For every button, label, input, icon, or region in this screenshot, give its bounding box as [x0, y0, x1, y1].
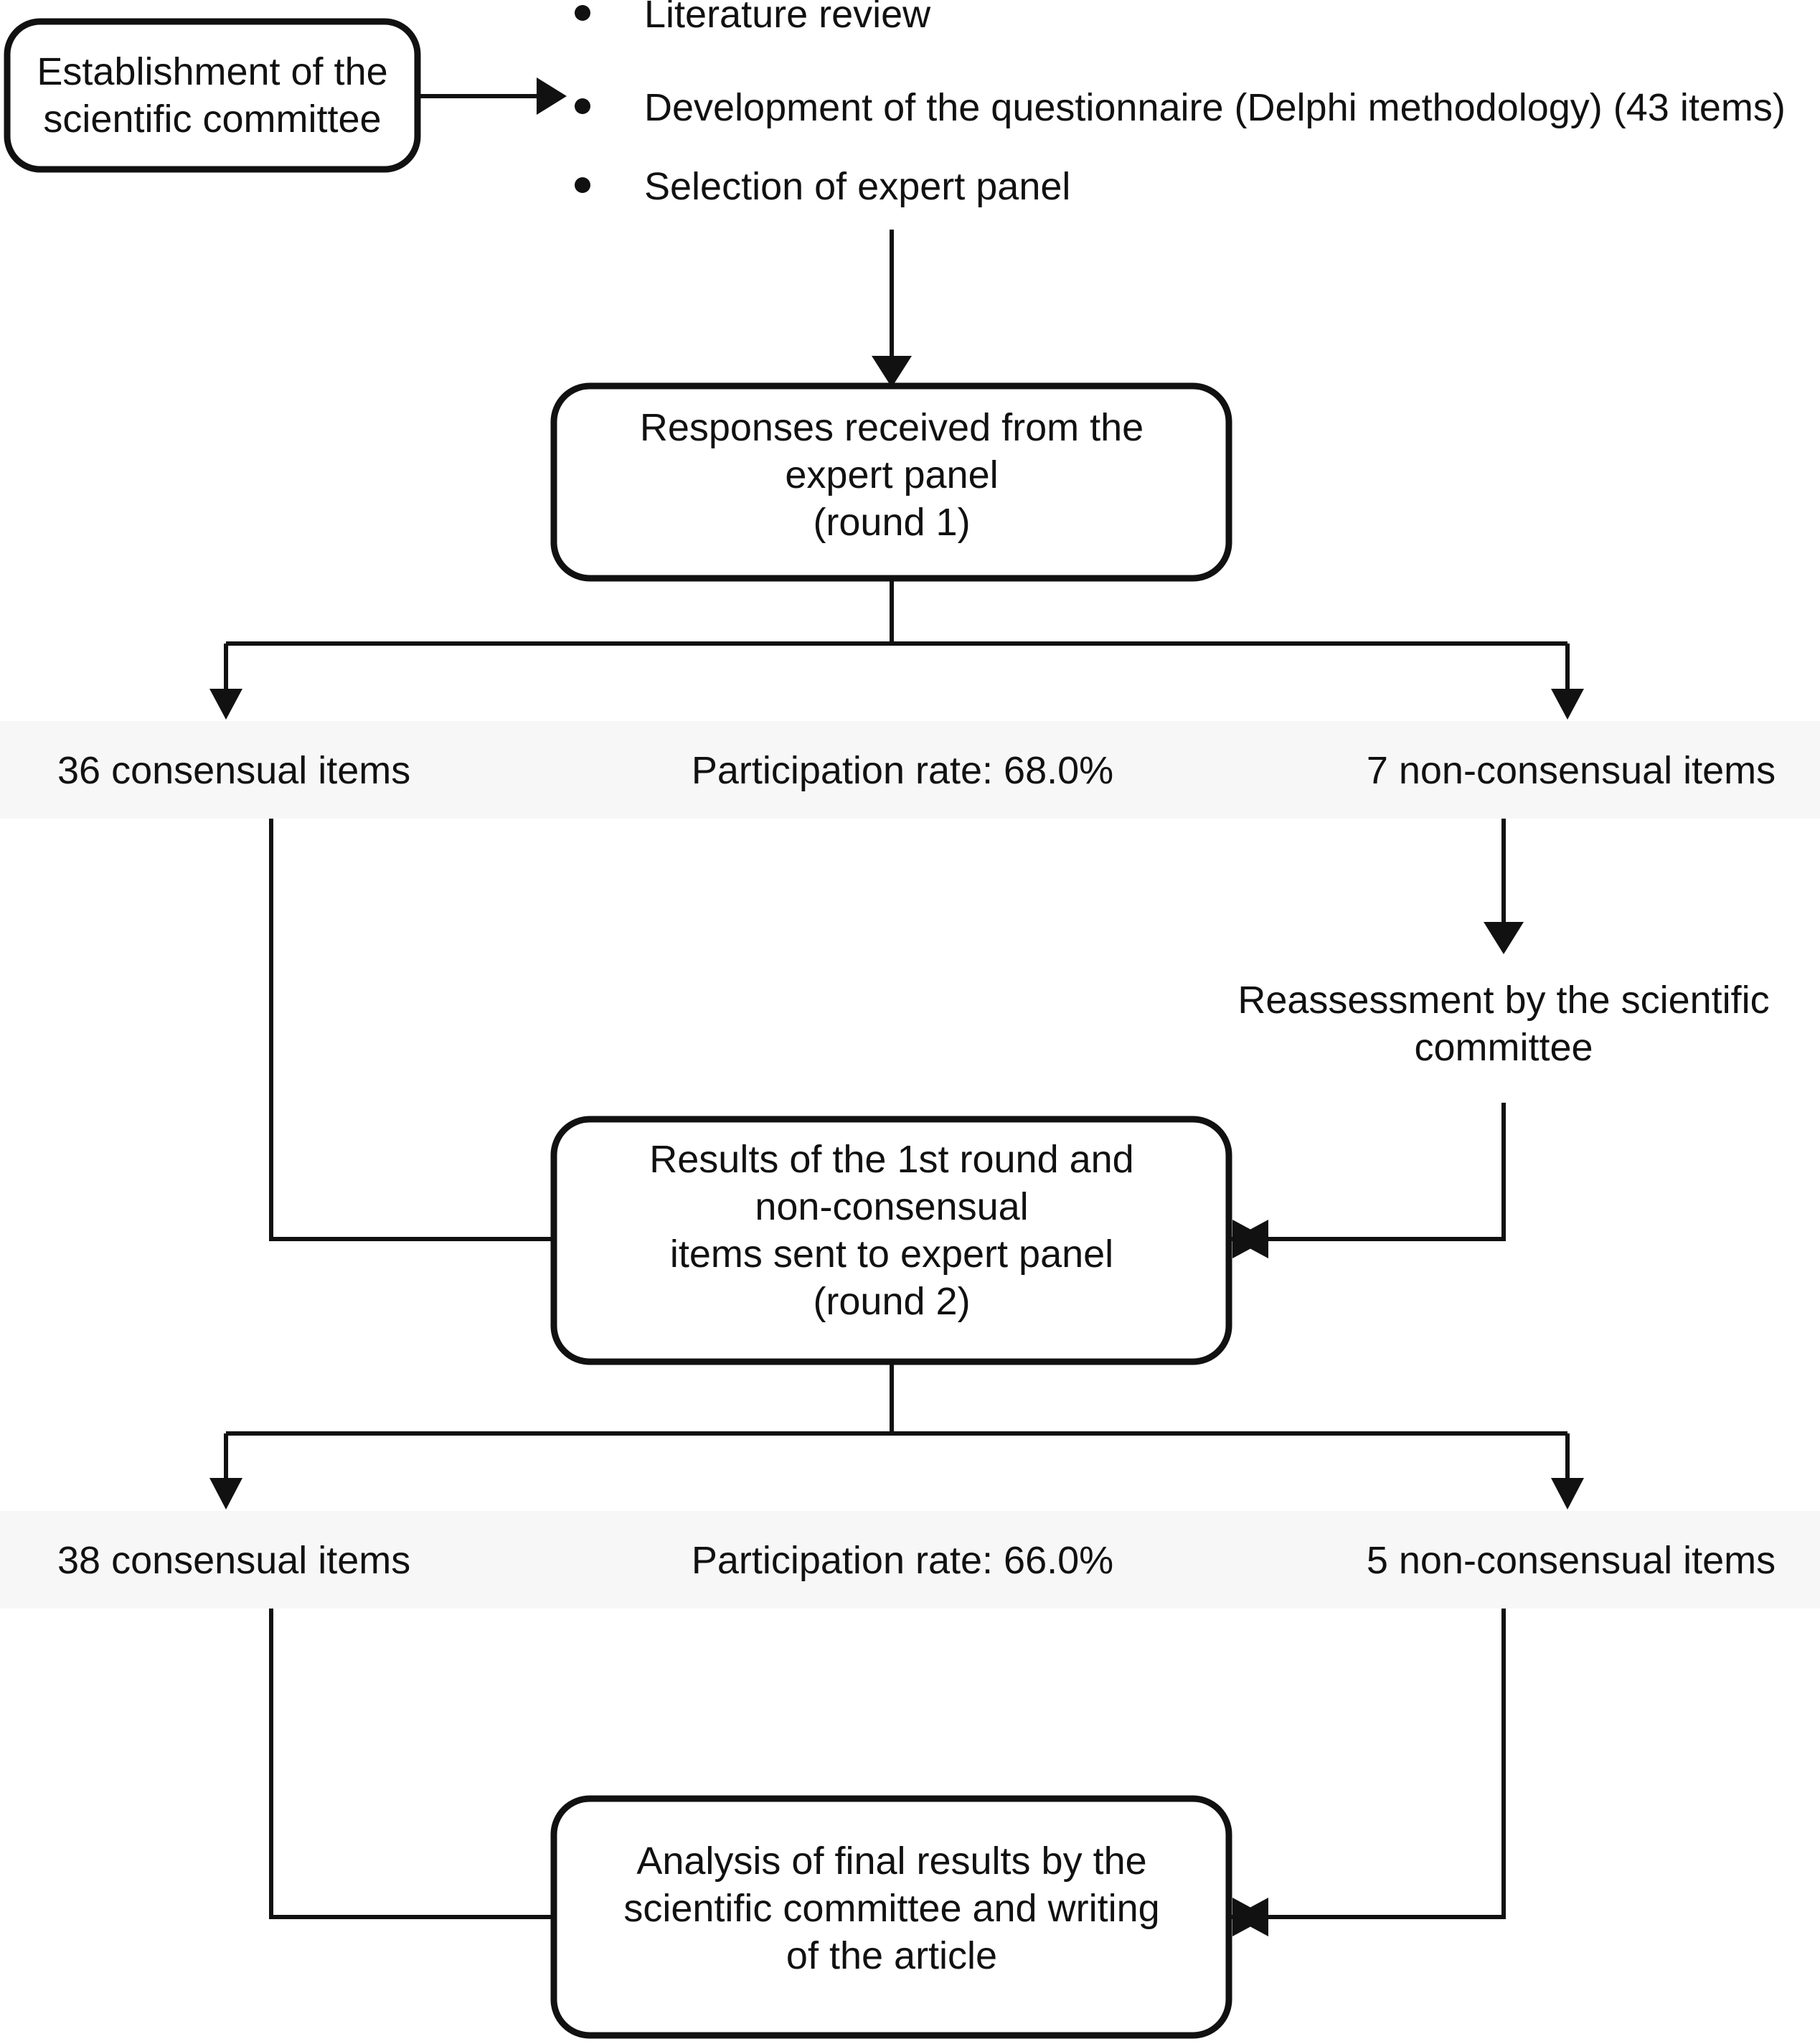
band-round2-background — [0, 1511, 1820, 1609]
node-committee-line-2: scientific committee — [43, 98, 381, 141]
band-round1-background — [0, 721, 1820, 819]
node-round1-line-2: expert panel — [785, 453, 998, 496]
node-round1-line-3: (round 1) — [813, 501, 970, 544]
band-round1-nonconsensual-label: 7 non-consensual items — [1367, 749, 1776, 792]
arrowhead-nonconsensual2-to-final — [1232, 1898, 1268, 1936]
node-round2-line-1: Results of the 1st round and — [649, 1138, 1133, 1181]
arrowhead-reassessment-to-round2 — [1232, 1220, 1268, 1258]
node-round1-line-1: Responses received from the — [640, 406, 1144, 449]
band-round2-consensual-label: 38 consensual items — [57, 1539, 410, 1582]
bullet-item-2: Development of the questionnaire (Delphi… — [644, 86, 1786, 129]
node-round2-line-4: (round 2) — [813, 1280, 970, 1323]
bullet-item-1: Literature review — [644, 0, 931, 36]
connector-nonconsensual2-to-final — [1268, 1609, 1506, 1919]
band-round1-consensual-label: 36 consensual items — [57, 749, 410, 792]
connector-round2-fork — [224, 1362, 1570, 1478]
node-round2-line-3: items sent to expert panel — [670, 1233, 1113, 1276]
connector-reassessment-to-round2 — [1268, 1103, 1506, 1241]
bullet-dot-icon — [575, 177, 590, 193]
connector-round1-fork — [224, 578, 1570, 689]
node-committee-box — [4, 18, 421, 173]
arrowhead-round2-fork-left — [209, 1478, 242, 1510]
bullet-item-3: Selection of expert panel — [644, 165, 1070, 208]
band-round2-participation-label: Participation rate: 66.0% — [692, 1539, 1113, 1582]
band-round1-participation-label: Participation rate: 68.0% — [692, 749, 1113, 792]
node-final-line-3: of the article — [786, 1934, 997, 1977]
arrowhead-round2-fork-right — [1551, 1478, 1584, 1510]
node-reassessment-line-2: committee — [1414, 1026, 1593, 1069]
node-round2-line-2: non-consensual — [755, 1185, 1028, 1228]
bullet-dot-icon — [575, 98, 590, 114]
band-round2-nonconsensual-label: 5 non-consensual items — [1367, 1539, 1776, 1582]
node-final-box — [550, 1795, 1232, 2039]
arrowhead-round1-fork-right — [1551, 689, 1584, 720]
arrowhead-committee-to-bullets — [537, 77, 567, 115]
node-final-line-1: Analysis of final results by the — [636, 1840, 1146, 1883]
bullet-dot-icon — [575, 5, 590, 21]
node-reassessment-line-1: Reassessment by the scientific — [1237, 979, 1769, 1022]
node-final-line-2: scientific committee and writing — [623, 1887, 1159, 1930]
arrowhead-round1-fork-left — [209, 689, 242, 720]
node-committee-line-1: Establishment of the — [37, 50, 387, 93]
arrowhead-nonconsensual1-to-reassessment — [1484, 922, 1524, 954]
arrowhead-bullets-to-round1 — [872, 356, 912, 387]
